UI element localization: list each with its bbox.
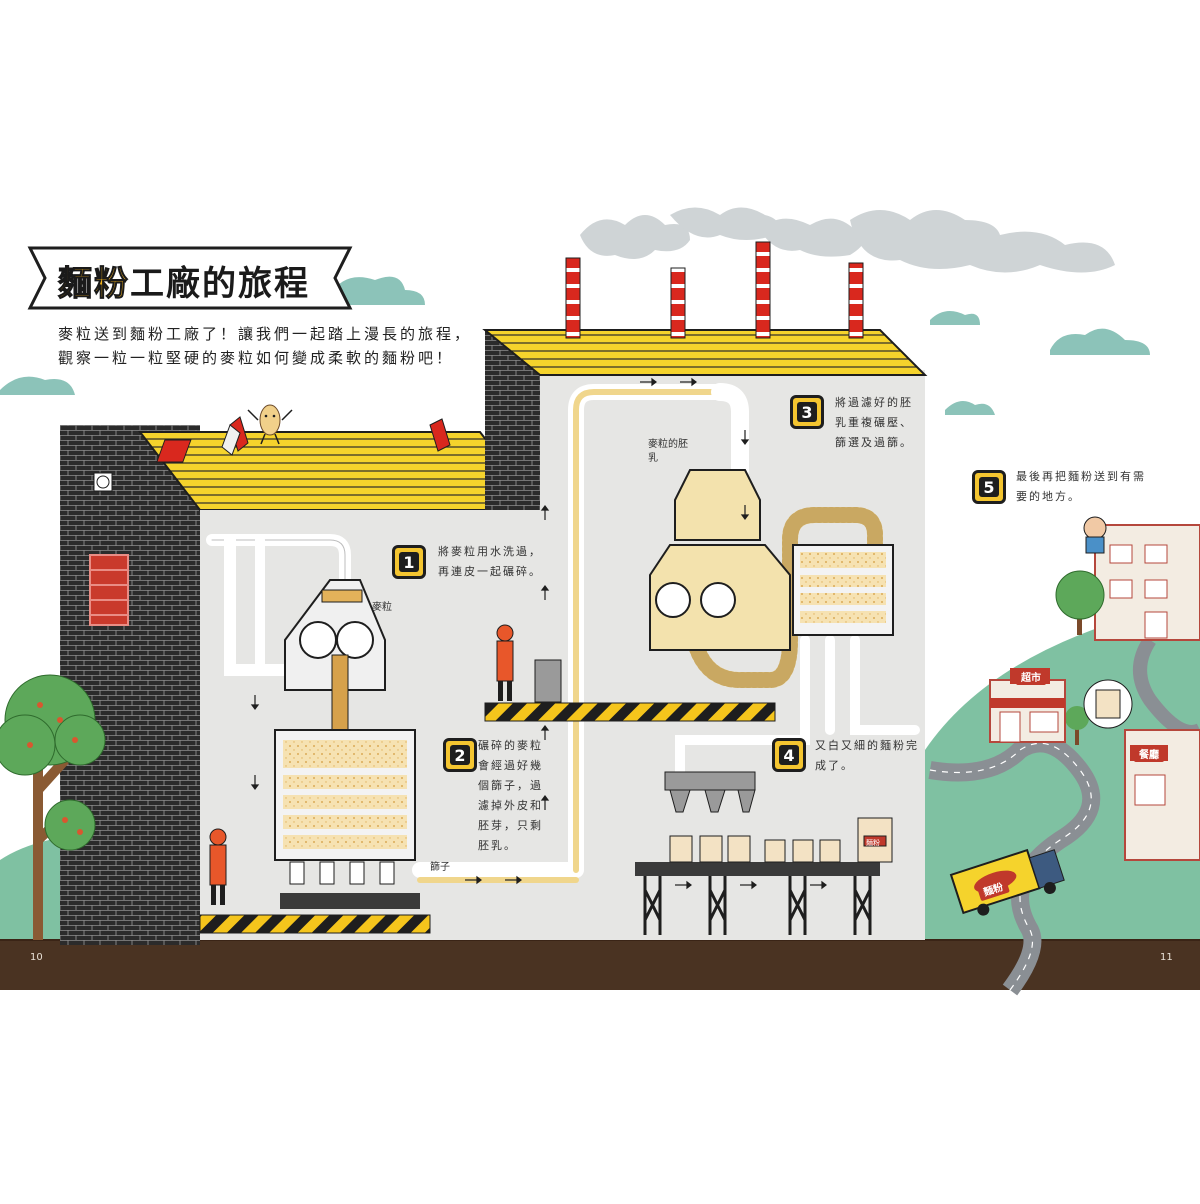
worker-2 [496,624,562,703]
conveyor [635,862,880,935]
sifter-3 [792,544,894,636]
step-4-text: 又白又細的麵粉完成了。 [815,739,919,772]
packaging-hopper [664,771,756,813]
step-1-text: 將麥粒用水洗過，再連皮一起碾碎。 [438,545,542,578]
right-trees [1055,570,1105,745]
step-5-badge: 5 [972,470,1006,504]
step-3-text: 將過濾好的胚乳重複碾壓、篩選及過篩。 [835,396,913,449]
page-number-right: 11 [1160,952,1173,963]
step-1-badge: 1 [392,545,426,579]
flour-bags [669,817,893,863]
bag-label: 麵粉 [866,839,880,847]
sifter-1 [274,729,420,909]
roof-windows [156,416,451,463]
restaurant-sign: 餐廳 [1134,745,1164,762]
bag-bubble [1083,679,1133,729]
step-3-badge: 3 [790,395,824,429]
left-brick-wall [60,425,200,945]
step-2-badge: 2 [443,738,477,772]
step-5-text: 最後再把麵粉送到有需要的地方。 [1016,470,1146,503]
chimneys [565,241,864,339]
step-4-badge: 4 [772,738,806,772]
left-roof [137,431,543,511]
platform-middle [484,702,776,722]
title-banner [27,246,353,310]
page-number-left: 10 [30,952,43,963]
title-highlight: 麵粉 [58,264,130,305]
smoke-clouds [580,207,1115,273]
supermarket-sign: 超市 [1016,668,1046,685]
grain-character [247,404,293,445]
worker-1 [209,828,227,905]
sieve-label: 篩子 [430,862,450,873]
platform-bottom [199,914,431,934]
ground [0,940,1200,990]
step-2-text: 碾碎的麥粒會經過好幾個篩子，過濾掉外皮和胚芽，只剩胚乳。 [478,739,543,852]
brick-window [89,554,129,626]
intro-text: 麥粒送到麵粉工廠了！讓我們一起踏上漫長的旅程，觀察一粒一粒堅硬的麥粒如何變成柔軟… [58,325,473,367]
endosperm-label: 麥粒的胚乳 [648,439,688,464]
grain-label: 麥粒 [372,602,392,613]
roller-mill-3 [649,469,791,651]
flow-arrows [250,377,827,890]
page-title: 麵粉工廠的旅程 [58,256,310,305]
right-roof [482,329,928,376]
roller-mill-1 [284,579,386,731]
house [1083,516,1200,641]
left-tree [0,674,106,940]
title-rest: 工廠的旅程 [130,264,310,304]
